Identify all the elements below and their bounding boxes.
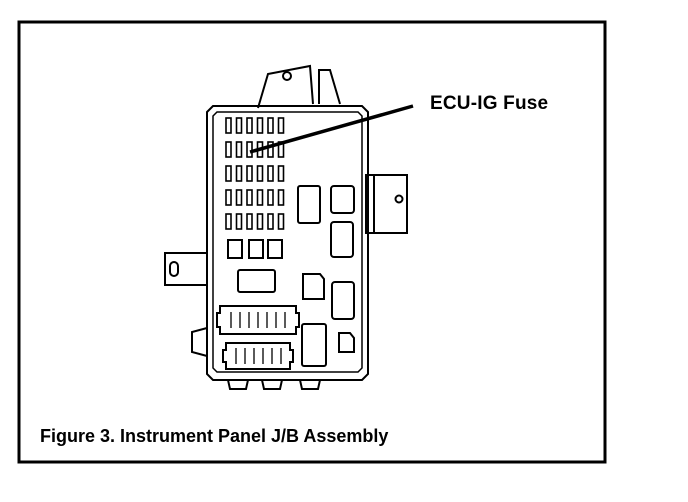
- fuse-slot: [225, 213, 232, 230]
- fuse-grid: [225, 117, 285, 230]
- fuse-slot: [246, 189, 253, 206]
- right-bracket: [365, 174, 375, 234]
- fuse-slot: [267, 141, 274, 158]
- connector-pins: [230, 312, 286, 364]
- fuse-slot: [225, 165, 232, 182]
- left-mounting-hole: [169, 261, 179, 277]
- fuse-slot: [277, 213, 285, 230]
- fuse-slot: [267, 165, 274, 182]
- fuse-slot: [267, 213, 274, 230]
- fuse-slot: [256, 213, 264, 230]
- relay-slot: [331, 281, 355, 320]
- right-mounting-hole: [394, 194, 404, 204]
- fuse-slot: [267, 117, 274, 134]
- relay-slot: [302, 273, 325, 300]
- fuse-slot: [235, 117, 243, 134]
- junction-block-drawing: [164, 64, 408, 390]
- fuse-slot: [225, 141, 232, 158]
- small-connector: [338, 332, 355, 353]
- housing-inner: [212, 111, 363, 373]
- relay-slot: [330, 221, 354, 258]
- fuse-slot: [246, 165, 253, 182]
- ecu-ig-fuse-label: ECU-IG Fuse: [430, 93, 549, 114]
- fuse-slot: [246, 213, 253, 230]
- fuse-slot: [277, 165, 285, 182]
- mini-fuse-slot: [267, 239, 283, 259]
- connector-socket: [216, 305, 300, 335]
- fuse-slot: [235, 189, 243, 206]
- fuse-slot: [246, 117, 253, 134]
- relay-slot: [330, 185, 355, 214]
- relay-slot: [237, 269, 276, 293]
- mini-fuse-slot: [248, 239, 264, 259]
- right-mounting-tab: [373, 174, 408, 234]
- fuse-slot: [256, 117, 264, 134]
- fuse-slot: [225, 189, 232, 206]
- relay-and-connector-slots: [216, 185, 355, 370]
- housing-outer: [206, 105, 369, 381]
- figure-caption: Figure 3. Instrument Panel J/B Assembly: [40, 426, 389, 446]
- relay-slot: [297, 185, 321, 224]
- figure-border: [17, 20, 607, 464]
- lower-left-tab: [191, 327, 208, 357]
- connector-socket: [222, 342, 294, 370]
- top-bracket: [318, 69, 341, 105]
- fuse-slot: [235, 141, 243, 158]
- bottom-foot: [299, 379, 321, 390]
- fuse-slot: [256, 165, 264, 182]
- bottom-foot: [261, 379, 283, 390]
- top-mounting-hole: [282, 71, 292, 81]
- fuse-slot: [277, 117, 285, 134]
- mini-fuse-slot: [227, 239, 243, 259]
- left-mounting-tab: [164, 252, 207, 286]
- fuse-slot: [267, 189, 274, 206]
- fuse-slot: [235, 213, 243, 230]
- fuse-slot: [277, 189, 285, 206]
- top-mounting-tab: [257, 64, 314, 109]
- fuse-slot: [256, 189, 264, 206]
- fuse-slot: [246, 141, 253, 158]
- fuse-slot: [225, 117, 232, 134]
- connector-socket: [301, 323, 327, 367]
- bottom-foot: [227, 379, 249, 390]
- fuse-slot: [235, 165, 243, 182]
- callout-leader-line: [249, 104, 414, 154]
